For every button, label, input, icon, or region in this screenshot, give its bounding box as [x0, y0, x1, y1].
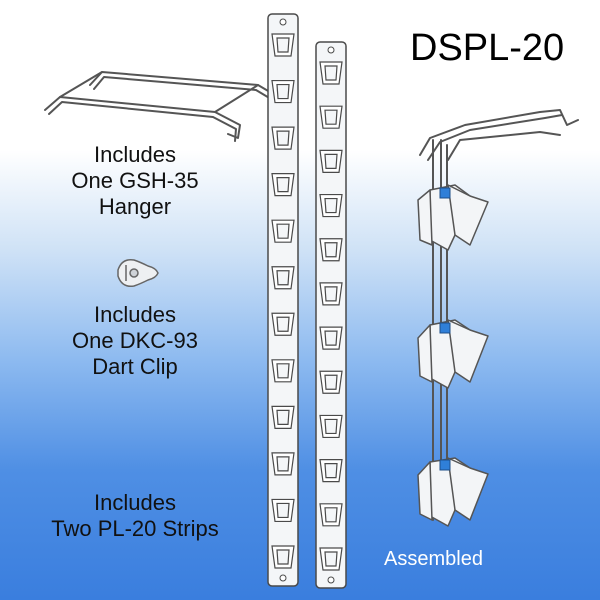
- caption-line: Two PL-20 Strips: [51, 516, 219, 541]
- strip-clip: [319, 370, 343, 394]
- strip-left: [267, 13, 299, 587]
- strip-hole: [279, 574, 287, 582]
- strip-right: [315, 41, 347, 589]
- strip-clip: [319, 282, 343, 306]
- caption-line: Includes: [94, 490, 176, 515]
- strip-clip: [319, 238, 343, 262]
- strip-clip: [271, 173, 295, 197]
- strip-clip: [319, 61, 343, 85]
- strip-clip: [271, 545, 295, 569]
- strip-clip: [319, 326, 343, 350]
- hanger-caption: Includes One GSH-35 Hanger: [40, 142, 230, 220]
- strip-clip: [319, 193, 343, 218]
- strips-caption: Includes Two PL-20 Strips: [30, 490, 240, 542]
- dart-clip-caption: Includes One DKC-93 Dart Clip: [40, 302, 230, 380]
- strip-clip: [271, 219, 295, 243]
- strip-clip: [319, 547, 343, 571]
- strip-clip: [271, 79, 295, 104]
- strip-clip: [319, 414, 343, 439]
- strip-clip: [271, 405, 295, 429]
- strip-clip: [271, 359, 295, 383]
- strip-clip: [319, 105, 343, 129]
- strip-clip: [271, 33, 295, 57]
- strip-clip: [271, 266, 295, 290]
- caption-line: Includes: [94, 302, 176, 327]
- assembled-label: Assembled: [384, 548, 483, 570]
- strip-hole: [327, 46, 335, 54]
- caption-line: Includes: [94, 142, 176, 167]
- strip-clip: [271, 126, 295, 150]
- product-title: DSPL-20: [410, 27, 565, 69]
- caption-line: One GSH-35: [71, 168, 199, 193]
- strip-clip: [271, 452, 295, 476]
- strip-body: [267, 13, 299, 587]
- strip-clip: [271, 498, 295, 523]
- caption-line: One DKC-93: [72, 328, 198, 353]
- strip-clip: [271, 312, 295, 336]
- strip-clip: [319, 459, 343, 483]
- caption-line: Dart Clip: [92, 354, 178, 379]
- strip-hole: [279, 18, 287, 26]
- strip-clip: [319, 149, 343, 173]
- strip-clip: [319, 503, 343, 527]
- strip-hole: [327, 576, 335, 584]
- strip-body: [315, 41, 347, 589]
- caption-line: Hanger: [98, 194, 172, 219]
